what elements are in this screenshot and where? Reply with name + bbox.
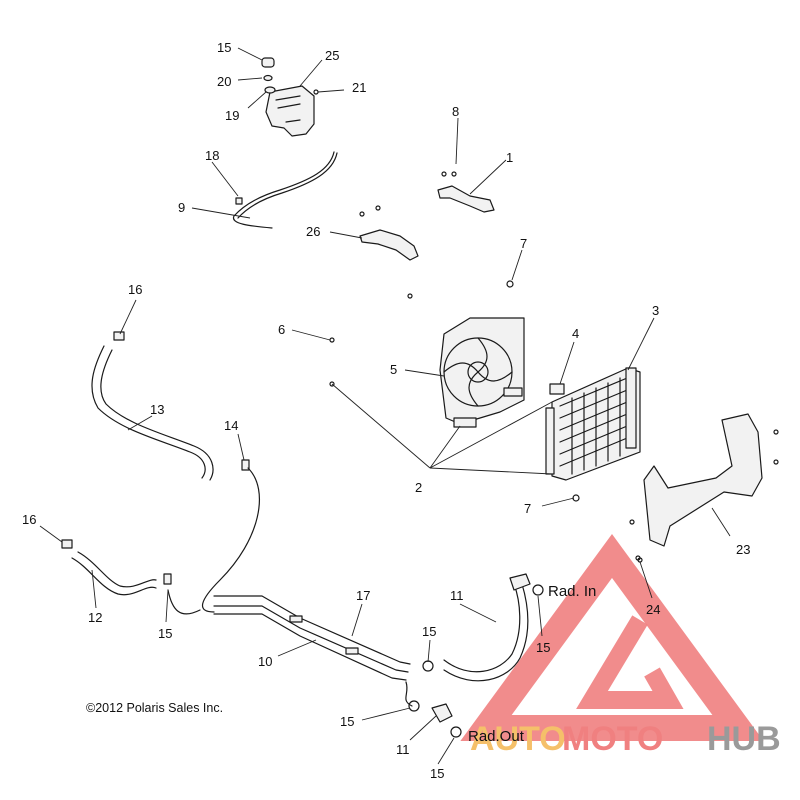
callout-8: 8 [452, 104, 459, 119]
bracket-26 [359, 205, 419, 261]
callout-4: 4 [572, 326, 579, 341]
coolant-reservoir [261, 57, 319, 137]
callout-6: 6 [278, 322, 285, 337]
callout-12: 11 [396, 742, 410, 757]
callout-22: 21 [352, 80, 366, 95]
bracket-23 [629, 413, 779, 561]
coolant-lines [167, 467, 413, 707]
hose-13 [61, 539, 172, 596]
callout-18: 18 [205, 148, 219, 163]
watermark-hub: HUB [707, 720, 781, 758]
leader-lines [39, 47, 731, 765]
watermark-auto: AUTO [470, 720, 566, 758]
callout-19: 15 [217, 40, 231, 55]
rad-out-label: Rad.Out [468, 728, 525, 745]
fan-assembly [439, 317, 525, 428]
callout-26: 26 [306, 224, 320, 239]
callout-21: 20 [217, 74, 231, 89]
callout-20: 19 [225, 108, 239, 123]
callout-9: 9 [178, 200, 185, 215]
callout-24: 24 [646, 602, 660, 617]
callout-11: 11 [450, 588, 464, 603]
callout-17: 17 [356, 588, 370, 603]
callout-labels: 15 20 19 25 21 8 1 18 9 26 7 6 5 4 3 2 7… [22, 40, 750, 781]
callout-15-e: 15 [340, 714, 354, 729]
callout-10: 10 [258, 654, 272, 669]
callout-2: 2 [415, 480, 422, 495]
rad-in-label: Rad. In [548, 583, 596, 600]
callout-5: 5 [390, 362, 397, 377]
callout-25: 25 [325, 48, 339, 63]
callout-15-a: 14 [224, 418, 238, 433]
overflow-hose [232, 151, 338, 229]
bracket-1 [437, 171, 495, 213]
callout-14: 13 [150, 402, 164, 417]
copyright-notice: ©2012 Polaris Sales Inc. [86, 701, 223, 715]
callout-23: 23 [736, 542, 750, 557]
callout-3: 3 [652, 303, 659, 318]
watermark-moto: MOTO [562, 720, 663, 758]
callout-16-bottom: 16 [22, 512, 36, 527]
callout-13: 12 [88, 610, 102, 625]
callout-15-c: 15 [422, 624, 436, 639]
hose-12 [408, 660, 462, 738]
callout-1: 1 [506, 150, 513, 165]
callout-15-f: 15 [430, 766, 444, 781]
callout-15-d: 15 [536, 640, 550, 655]
callout-15-b: 15 [158, 626, 172, 641]
watermark-logo: AUTO MOTO HUB [460, 534, 781, 758]
callout-16-top: 16 [128, 282, 142, 297]
callout-7-bottom: 7 [524, 501, 531, 516]
hose-14 [91, 331, 250, 481]
radiator [545, 367, 641, 481]
hose-11 [443, 573, 544, 682]
callout-7-top: 7 [520, 236, 527, 251]
